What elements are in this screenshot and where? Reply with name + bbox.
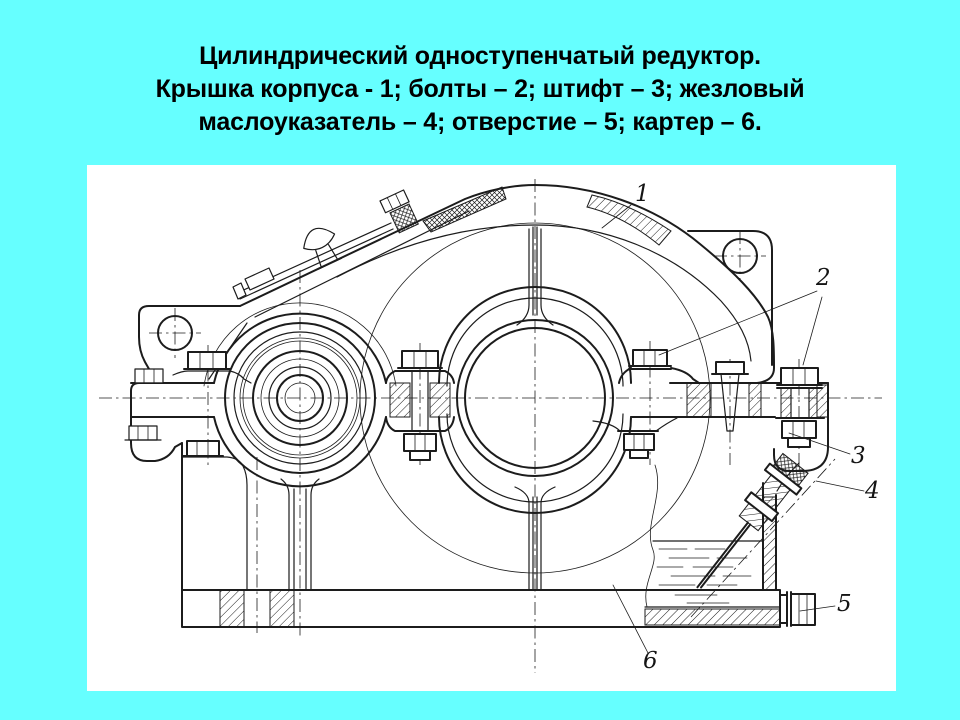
drain-plug: [779, 591, 816, 627]
callout-6-label: 6: [643, 648, 658, 674]
callout-3: 3: [788, 432, 866, 469]
title-line-3: маслоуказатель – 4; отверстие – 5; карте…: [198, 108, 762, 136]
base-plate: [181, 589, 781, 628]
callout-6: 6: [612, 584, 658, 674]
cover-outline: [208, 184, 775, 384]
title-line-1: Цилиндрический одноступенчатый редуктор.: [199, 42, 761, 70]
reducer-sectional-drawing: 1 2 3 4 5 6: [99, 179, 882, 674]
callout-5-label: 5: [837, 591, 852, 617]
right-bearing: [438, 226, 632, 591]
title-line-2: Крышка корпуса - 1; болты – 2; штифт – 3…: [155, 75, 805, 103]
callout-1: 1: [601, 181, 650, 229]
flange-bolt-left: [172, 351, 252, 457]
oil-level-dashes: [656, 548, 752, 604]
cover-bolt: [379, 189, 419, 234]
callout-2-label: 2: [815, 265, 831, 291]
flange-bolt-left-outer-top: [130, 368, 168, 384]
right-mounting-ear: [687, 230, 773, 366]
taper-pin: [686, 361, 762, 432]
dipstick-rod: [696, 521, 752, 589]
gear-pitch-circle-small: [239, 337, 361, 459]
flange-bolt-left-outer-bottom: [124, 425, 162, 441]
filler-knob: [303, 227, 343, 270]
right-ear-hole: [722, 238, 758, 274]
callout-1-label: 1: [635, 181, 650, 207]
left-ear-hole: [157, 315, 193, 351]
slide-title: Цилиндрический одноступенчатый редуктор.…: [0, 40, 960, 139]
drawing-panel: 1 2 3 4 5 6: [87, 165, 896, 691]
left-bearing: [203, 302, 397, 591]
cover-section-hatch: [586, 194, 672, 246]
callout-4: 4: [815, 478, 880, 504]
flange-bolt-right-of-gear: [592, 349, 700, 459]
flange-bolt-right-end: [775, 367, 825, 448]
cover-section-crosshatch: [422, 186, 507, 233]
flange-stud-center: [385, 350, 455, 461]
callout-5: 5: [799, 591, 852, 617]
oil-dipstick: [696, 452, 809, 589]
breather-assembly: [232, 189, 419, 300]
callout-3-label: 3: [851, 443, 866, 469]
left-mounting-ear: [138, 305, 241, 384]
callout-2: 2: [658, 265, 831, 366]
callout-4-label: 4: [864, 478, 880, 504]
